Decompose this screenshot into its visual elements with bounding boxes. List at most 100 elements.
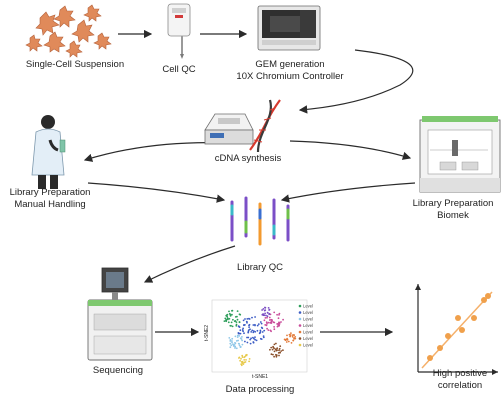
tsne-point-cluster-2 — [232, 345, 235, 347]
tsne-legend-swatch-1 — [298, 311, 302, 314]
tsne-point-cluster-7 — [267, 307, 270, 309]
tsne-point-cluster-2 — [241, 336, 243, 338]
tsne-point-cluster-5 — [274, 348, 277, 351]
tsne-point-cluster-1 — [260, 338, 263, 340]
tsne-point-cluster-6 — [238, 357, 240, 359]
thermal-cycler-icon — [204, 113, 254, 145]
tsne-point-cluster-1 — [246, 321, 248, 324]
arrow-manual-to-libqc — [87, 182, 226, 203]
label-library-prep-biomek: Library Preparation Biomek — [403, 198, 503, 222]
tsne-point-cluster-2 — [229, 340, 232, 342]
tsne-point-cluster-0 — [238, 313, 241, 316]
tsne-point-cluster-6 — [243, 356, 246, 359]
tsne-point-cluster-5 — [269, 348, 271, 351]
suspension-label-text: Single-Cell Suspension — [25, 59, 125, 70]
tsne-point-cluster-5 — [275, 342, 277, 345]
tsne-point-cluster-4 — [294, 336, 297, 338]
tsne-point-cluster-6 — [241, 361, 244, 364]
tsne-point-cluster-1 — [244, 340, 246, 343]
tsne-point-cluster-6 — [239, 359, 242, 362]
correlation-point-5 — [471, 315, 477, 321]
tsne-point-cluster-0 — [225, 318, 228, 321]
tsne-point-cluster-4 — [291, 334, 294, 336]
tsne-point-cluster-2 — [229, 346, 232, 349]
manual-line2: Manual Handling — [14, 199, 86, 210]
tsne-point-cluster-0 — [226, 313, 229, 316]
tsne-point-cluster-2 — [235, 340, 238, 342]
tsne-legend-swatch-0 — [298, 304, 302, 308]
correlation-plot — [415, 284, 498, 375]
tsne-point-cluster-1 — [239, 329, 242, 332]
biomek-line1: Library Preparation — [412, 198, 494, 209]
tsne-point-cluster-7 — [264, 306, 267, 309]
tsne-point-cluster-6 — [240, 357, 242, 360]
tsne-point-cluster-3 — [266, 327, 268, 330]
tsne-point-cluster-1 — [254, 316, 256, 318]
tsne-point-cluster-0 — [235, 323, 238, 326]
tsne-point-cluster-1 — [243, 332, 245, 335]
label-data-processing: Data processing — [210, 384, 310, 396]
fit-line — [421, 291, 493, 369]
tsne-point-cluster-1 — [260, 326, 263, 329]
scientist-icon — [31, 115, 66, 189]
tsne-point-cluster-1 — [259, 331, 262, 333]
tsne-point-cluster-1 — [257, 323, 260, 325]
tsne-point-cluster-1 — [241, 329, 244, 331]
tsne-point-cluster-1 — [252, 336, 254, 339]
tsne-point-cluster-5 — [273, 343, 276, 346]
tsne-point-cluster-1 — [260, 322, 263, 325]
tsne-point-cluster-1 — [261, 331, 264, 333]
tsne-point-cluster-1 — [251, 316, 253, 319]
tsne-point-cluster-1 — [250, 337, 253, 340]
tsne-point-cluster-6 — [243, 361, 246, 364]
tsne-point-cluster-5 — [273, 350, 276, 353]
tsne-point-cluster-3 — [267, 321, 270, 324]
tsne-legend-label-3: Level — [303, 323, 313, 328]
dna-helix-icon — [249, 99, 281, 153]
tsne-point-cluster-3 — [278, 324, 280, 327]
tsne-legend-label-6: Level — [303, 343, 313, 348]
label-high-positive-correlation: High positive correlation — [418, 368, 502, 392]
tsne-point-cluster-7 — [268, 312, 271, 315]
correlation-point-1 — [437, 345, 443, 351]
tsne-point-cluster-1 — [259, 321, 262, 323]
tsne-point-cluster-7 — [263, 309, 266, 312]
tsne-point-cluster-1 — [247, 336, 250, 339]
label-library-qc: Library QC — [220, 262, 300, 274]
tsne-point-cluster-5 — [278, 349, 280, 352]
tsne-point-cluster-1 — [252, 331, 255, 334]
correlation-point-0 — [427, 355, 433, 361]
label-library-prep-manual: Library Preparation Manual Handling — [0, 187, 100, 211]
tsne-point-cluster-2 — [238, 335, 241, 337]
correlation-point-4 — [455, 315, 461, 321]
tsne-ylabel: t-SNE2 — [204, 324, 210, 342]
tsne-point-cluster-3 — [267, 329, 270, 331]
tsne-point-cluster-5 — [272, 353, 274, 356]
tsne-point-cluster-4 — [286, 339, 289, 341]
tsne-legend-swatch-2 — [298, 317, 302, 321]
cell-qc-icon — [167, 3, 191, 59]
label-sequencing: Sequencing — [78, 365, 158, 377]
tsne-point-cluster-3 — [266, 316, 268, 319]
tsne-point-cluster-1 — [246, 341, 249, 344]
tsne-point-cluster-3 — [265, 321, 268, 324]
tsne-legend-swatch-6 — [298, 343, 302, 347]
tsne-point-cluster-2 — [234, 347, 236, 349]
tsne-point-cluster-2 — [241, 339, 244, 342]
tsne-point-cluster-3 — [280, 321, 282, 323]
tsne-point-cluster-1 — [244, 318, 246, 320]
tsne-point-cluster-2 — [236, 336, 239, 338]
sequencer-icon — [87, 267, 153, 361]
tsne-point-cluster-6 — [245, 359, 247, 361]
tsne-point-cluster-1 — [242, 319, 245, 322]
tsne-legend-label-2: Level — [303, 317, 313, 322]
tsne-point-cluster-1 — [254, 336, 256, 338]
tsne-point-cluster-4 — [284, 339, 287, 342]
manual-line1: Library Preparation — [9, 187, 91, 198]
arrow-cdna-to-biomek — [289, 140, 412, 160]
tsne-point-cluster-3 — [273, 321, 276, 324]
tsne-point-cluster-7 — [262, 308, 265, 310]
label-single-cell-suspension: Single-Cell Suspension — [20, 59, 130, 71]
